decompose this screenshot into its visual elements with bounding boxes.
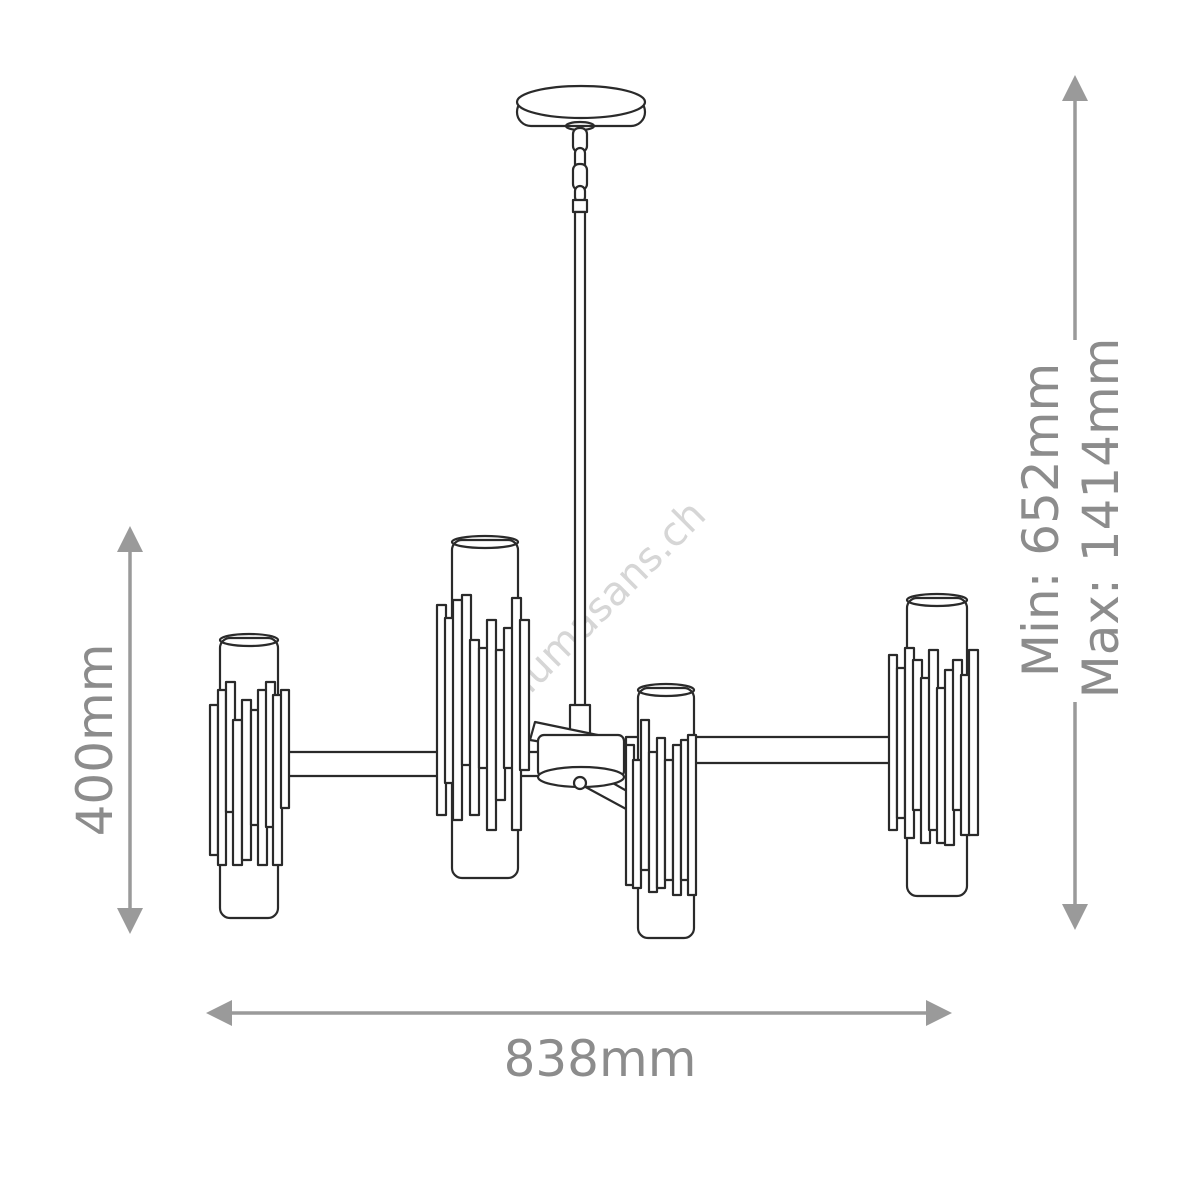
watermark-text: lumasans.ch bbox=[505, 492, 715, 702]
chandelier-drawing bbox=[208, 84, 980, 940]
width-dimension bbox=[206, 1000, 952, 1026]
down-rod bbox=[568, 198, 592, 737]
central-hub bbox=[536, 733, 626, 791]
light-left bbox=[208, 632, 291, 920]
height-dimension bbox=[117, 526, 143, 934]
chain bbox=[571, 126, 589, 204]
drop-max-label: Max: 1414mm bbox=[1072, 338, 1130, 699]
light-front-center bbox=[624, 682, 698, 940]
light-right bbox=[887, 592, 980, 898]
drop-dimension bbox=[1062, 75, 1088, 930]
ceiling-canopy bbox=[515, 84, 647, 132]
light-back-center bbox=[435, 534, 531, 880]
width-label: 838mm bbox=[504, 1030, 697, 1088]
drop-min-label: Min: 652mm bbox=[1012, 363, 1070, 677]
height-label: 400mm bbox=[66, 644, 124, 837]
